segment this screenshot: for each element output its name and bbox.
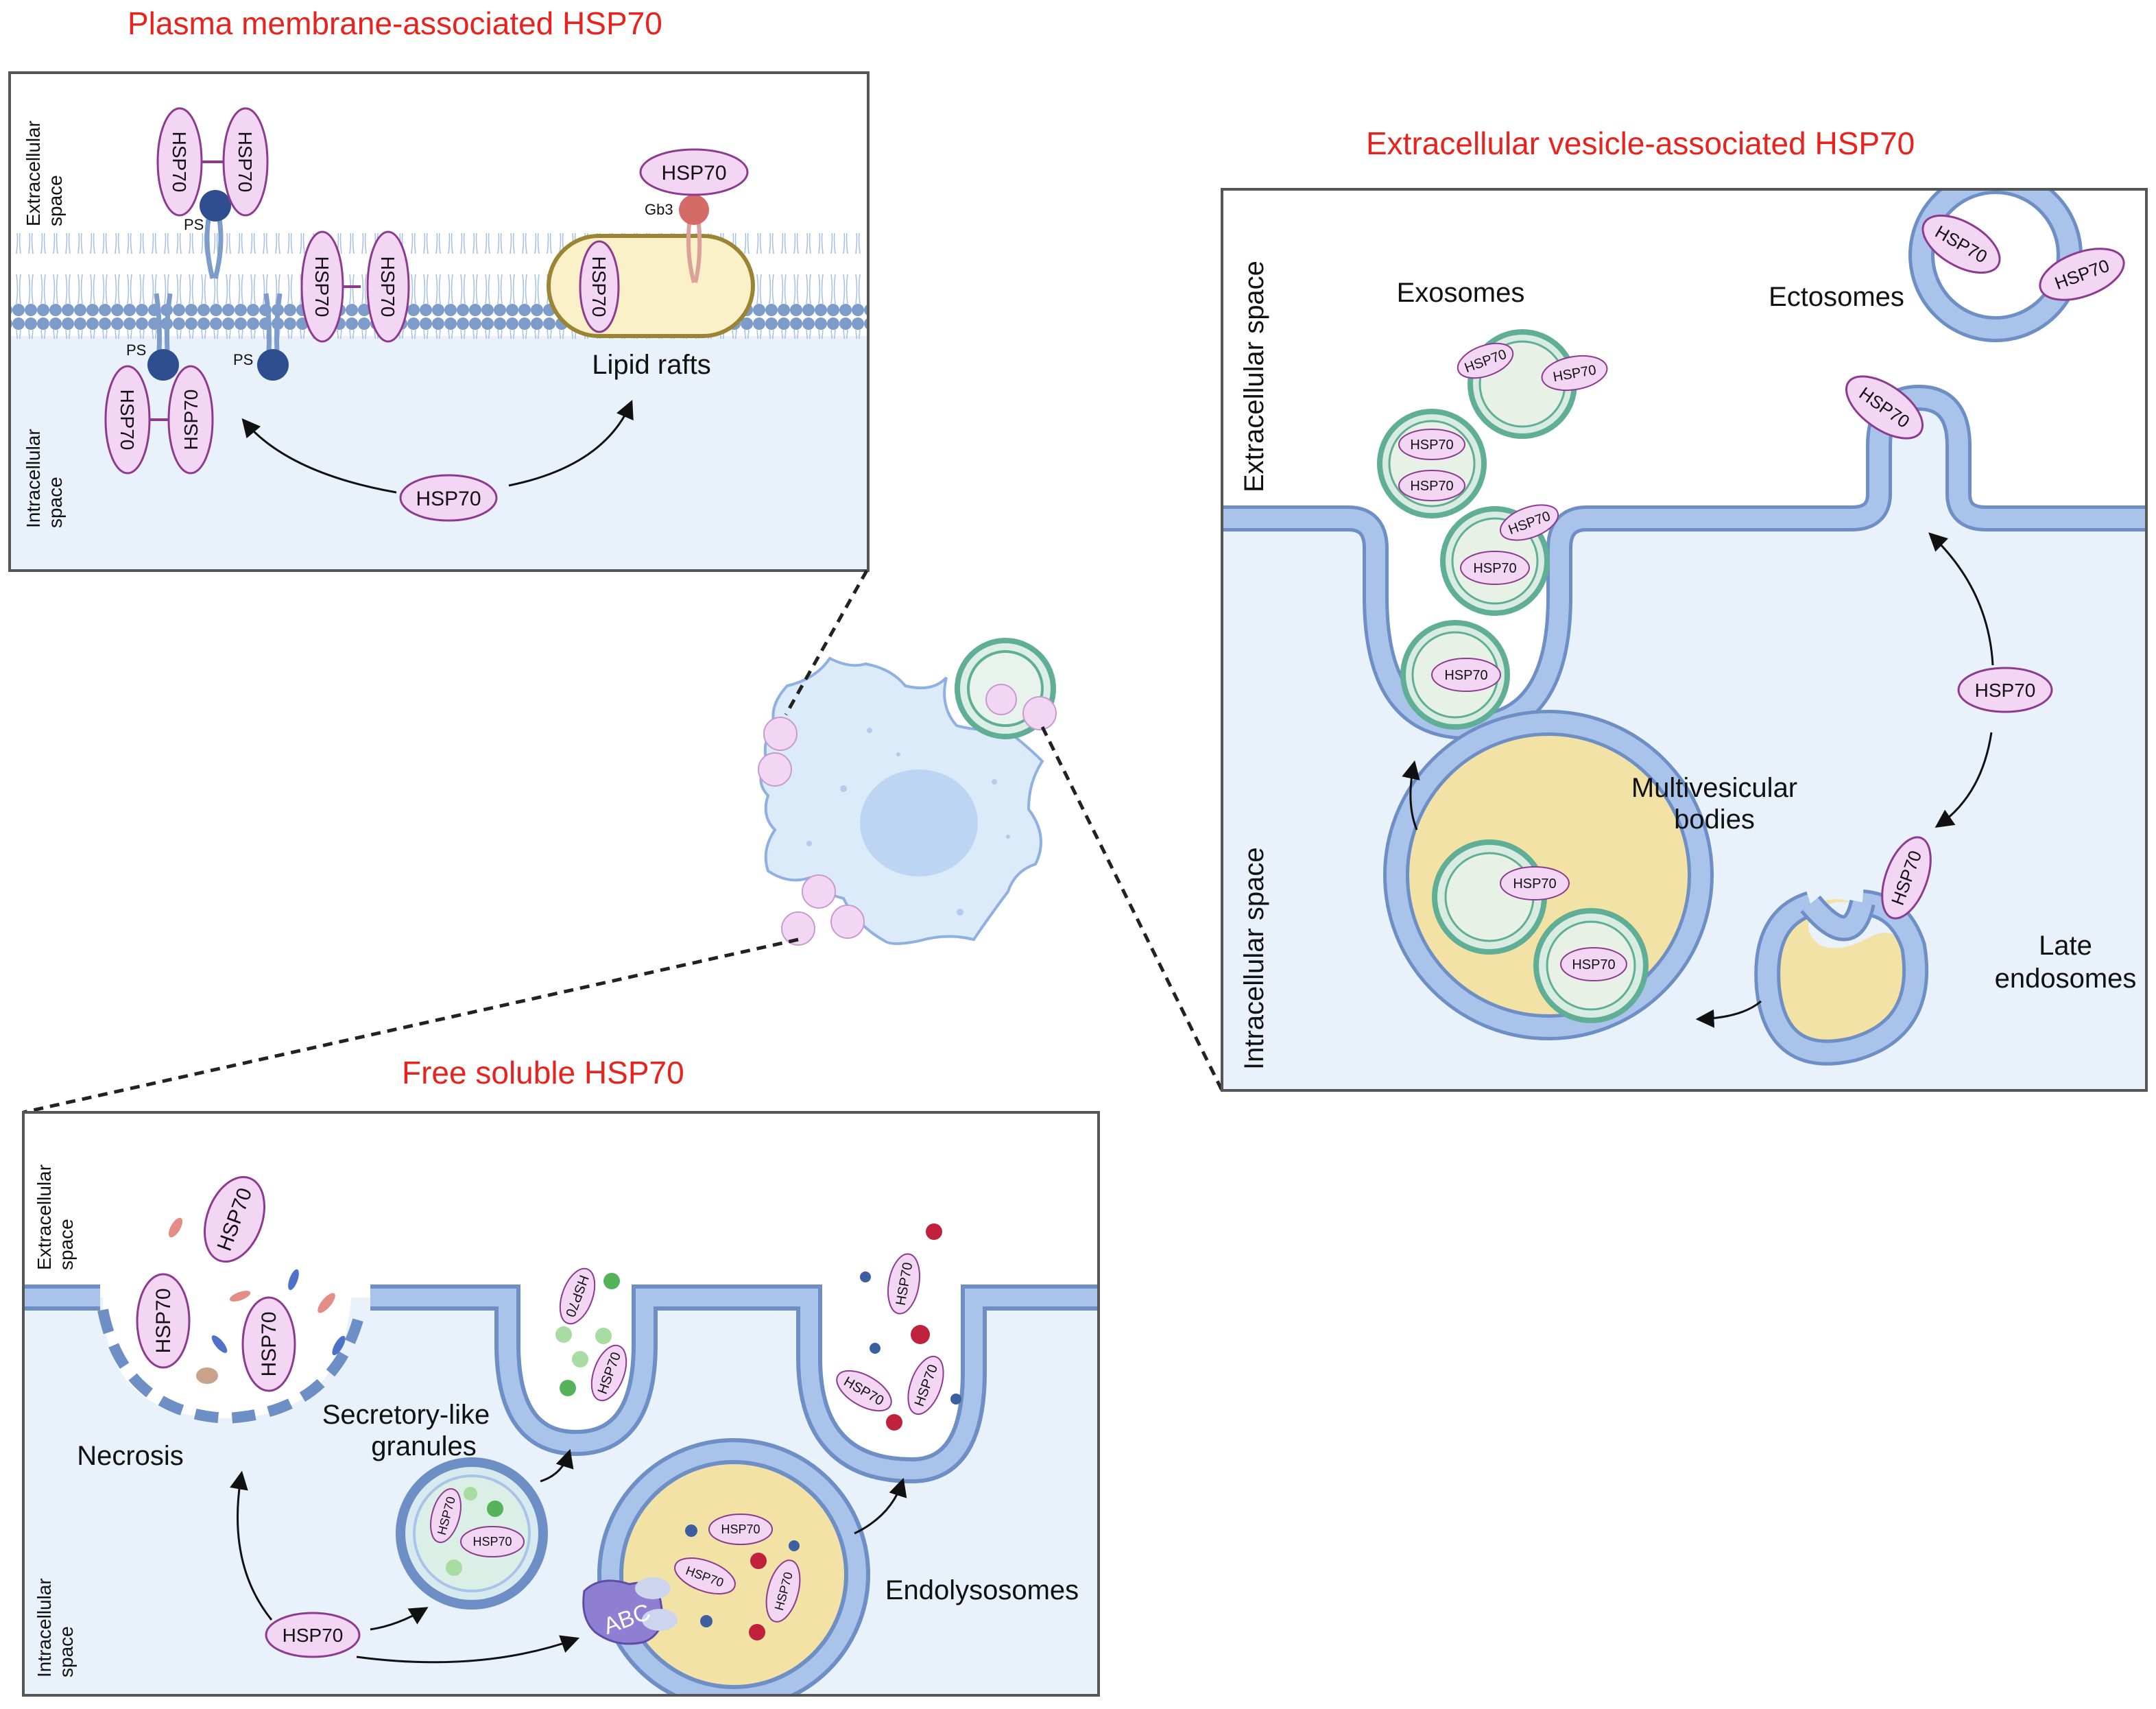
ectosome-free: HSP70 HSP70 [1908,189,2125,342]
arrow-to-abc [356,1635,580,1664]
exosome-2: HSP70 HSP70 [1377,409,1487,518]
hsp70-vesicle-cytosolic: HSP70 [1957,667,2053,713]
svg-text:HSP70: HSP70 [661,162,726,184]
svg-text:HSP70: HSP70 [152,1288,175,1353]
title-soluble: Free soluble HSP70 [402,1055,684,1090]
arrow-to-late-endosome [1935,732,1993,828]
necrosis-label: Necrosis [77,1441,184,1471]
arrow-granule-to-membrane [540,1448,574,1483]
svg-text:PS: PS [184,216,204,233]
svg-text:HSP70: HSP70 [1513,876,1556,892]
exosome-1: HSP70 HSP70 [1457,329,1608,439]
svg-text:HSP70: HSP70 [472,1535,512,1549]
arrow-endosome-to-mvb [1695,1000,1762,1028]
hsp70-dimer-top: HSP70 HSP70 [156,107,269,217]
late-endosome: HSP70 [1754,836,1932,1066]
svg-text:HSP70: HSP70 [377,256,398,318]
svg-text:HSP70: HSP70 [1975,680,2036,701]
svg-text:HSP70: HSP70 [283,1625,344,1646]
title-plasma: Plasma membrane-associated HSP70 [128,5,662,41]
soluble-intracellular-label: Intracellularspace [34,1578,77,1677]
hsp70-in-raft: HSP70 [579,240,620,333]
ps-top: PS [184,190,231,279]
panel-plasma-membrane: Gb3 HSP70 HSP70 Lipid rafts PS HSP70 [10,73,868,571]
svg-text:HSP70: HSP70 [180,390,202,451]
svg-text:HSP70: HSP70 [1572,957,1615,972]
panel-plasma-border [8,71,870,572]
title-vesicle: Extracellular vesicle-associated HSP70 [1366,126,1915,161]
panel-soluble-border [22,1111,1100,1697]
svg-text:HSP70: HSP70 [1410,438,1453,453]
arrow-to-raft [508,400,634,487]
secretory-granule: HSP70 HSP70 [396,1457,548,1610]
svg-text:HSP70: HSP70 [1444,668,1487,683]
svg-text:PS: PS [126,342,146,359]
necrosis-membrane [23,1284,366,1424]
hsp70-cytosolic: HSP70 [399,474,498,522]
connector-soluble [23,937,799,1114]
endolysosome: HSP70 HSP70 HSP70 [597,1438,870,1695]
central-cell [758,638,1057,946]
arrow-to-necrosis [230,1470,273,1621]
svg-text:HSP70: HSP70 [1473,561,1516,576]
arrow-to-ectosome [1928,532,1994,666]
gb3-label: Gb3 [645,201,673,218]
hsp70-dimer-bottom: HSP70 HSP70 [104,365,214,475]
exosome-3: HSP70 HSP70 [1440,504,1559,616]
connector-vesicle [1040,726,1224,1092]
abc-transporter: ABC [582,1577,678,1645]
svg-text:HSP70: HSP70 [258,1311,280,1376]
lipid-rafts-label: Lipid rafts [592,350,710,380]
svg-text:HSP70: HSP70 [117,390,138,451]
arrow-lysosome-to-membrane [854,1477,907,1535]
multivesicular-body: HSP70 HSP70 [1383,710,1714,1040]
connector-plasma [784,569,869,716]
svg-text:HSP70: HSP70 [235,132,256,193]
svg-text:HSP70: HSP70 [311,256,333,318]
exosome-4: HSP70 [1400,620,1510,730]
vesicle-extracellular-label: Extracellular space [1239,261,1269,492]
panel-soluble: HSP70 HSP70 HSP70 HSP70 HSP70 HSP70 HSP7… [23,1112,1099,1695]
svg-text:HSP70: HSP70 [588,256,610,318]
ectosomes-label: Ectosomes [1769,282,1904,312]
ps-bottom-right: PS [233,293,289,381]
arrow-mvb-to-exosome [1402,760,1420,830]
arrow-to-ps [241,418,397,494]
hsp70-soluble-cytosolic: HSP70 [265,1612,361,1658]
gb3-receptor [679,195,709,283]
panel-vesicle-border [1221,188,2148,1092]
svg-text:HSP70: HSP70 [416,488,481,510]
soluble-extracellular-label: Extracellularspace [34,1164,77,1270]
svg-text:HSP70: HSP70 [169,132,190,193]
ps-bottom-left: PS [126,293,179,381]
arrow-to-granule [370,1607,429,1631]
plasma-extracellular-label: Extracellularspace [23,121,66,226]
panel-vesicle: HSP70 HSP70 HSP70 HSP70 HSP70 HSP70 HSP7… [1222,189,2146,1090]
hsp70-dimer-membrane: HSP70 HSP70 [300,230,410,343]
svg-text:HSP70: HSP70 [721,1522,760,1536]
vesicle-intracellular-label: Intracellular space [1239,847,1269,1070]
exosomes-label: Exosomes [1397,278,1525,308]
svg-text:HSP70: HSP70 [1410,479,1453,494]
svg-text:PS: PS [233,351,253,368]
endolysosomes-label: Endolysosomes [885,1575,1079,1605]
plasma-intracellular-label: Intracellularspace [23,429,66,528]
hsp70-raft-top: HSP70 [639,148,749,196]
